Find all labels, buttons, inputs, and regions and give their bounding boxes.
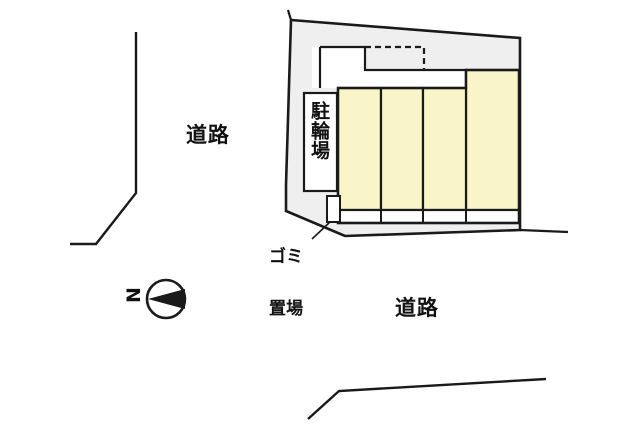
road-left-line bbox=[70, 32, 138, 246]
unit-2 bbox=[379, 86, 425, 212]
trash-area-box bbox=[326, 195, 341, 223]
unit-4 bbox=[464, 68, 521, 212]
road-left-label: 道路 bbox=[186, 123, 230, 147]
trash-area-leader bbox=[311, 221, 331, 240]
site-edge-lower-left bbox=[285, 209, 346, 238]
road-bottom-label: 道路 bbox=[395, 296, 439, 320]
dashed-outline bbox=[365, 45, 426, 70]
unit-1 bbox=[336, 86, 383, 212]
trash-area-label-line1: ゴミ bbox=[269, 246, 304, 267]
compass-north-label: N bbox=[122, 287, 145, 303]
road-bottom-boundary bbox=[307, 377, 547, 420]
site-leader-top bbox=[286, 9, 293, 21]
trash-area-label-line2: 置場 bbox=[269, 298, 304, 319]
road-left-boundary bbox=[70, 32, 138, 246]
trash-area-label: ゴミ 置場 bbox=[269, 214, 303, 353]
compass-icon bbox=[145, 278, 187, 320]
bicycle-parking-label: 駐輪場 bbox=[308, 101, 330, 161]
balcony-strip bbox=[336, 208, 521, 225]
entry-canopy-fill bbox=[312, 47, 466, 88]
trash-area bbox=[311, 195, 341, 240]
dashed-projection bbox=[365, 45, 426, 70]
building-block bbox=[336, 68, 521, 225]
balcony-dividers bbox=[380, 210, 467, 223]
compass-needle-icon bbox=[148, 289, 185, 309]
site-edge-right bbox=[519, 228, 569, 234]
bicycle-parking-area bbox=[302, 91, 339, 193]
bicycle-parking-box bbox=[302, 91, 339, 193]
road-bottom-line bbox=[307, 377, 547, 420]
unit-3 bbox=[421, 86, 468, 212]
